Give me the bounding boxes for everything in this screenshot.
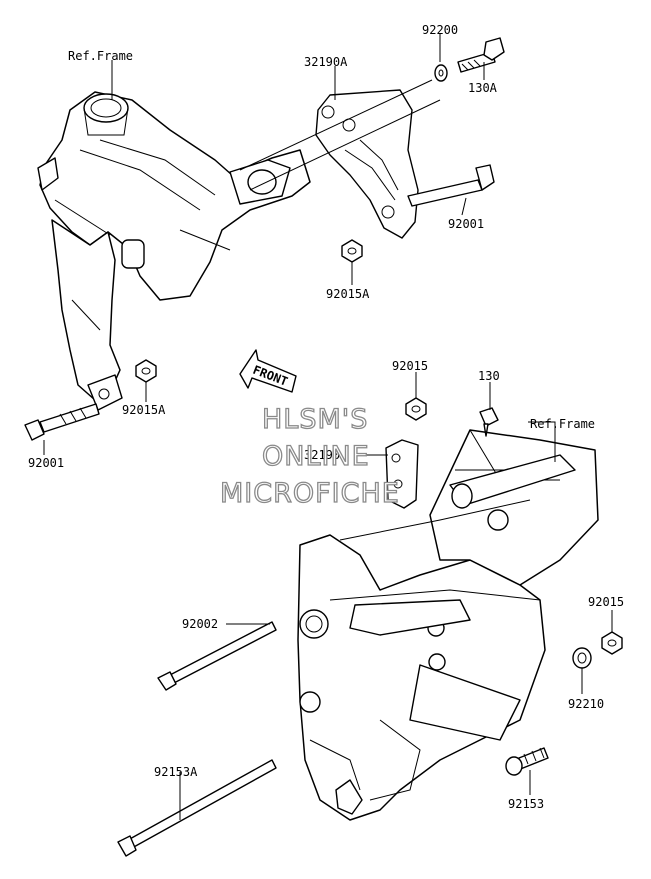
nut-92015A-left bbox=[135, 359, 157, 383]
label-32190A: 32190A bbox=[304, 55, 348, 69]
label-92015A-top: 92015A bbox=[326, 287, 370, 301]
label-92153A: 92153A bbox=[154, 765, 198, 779]
label-130: 130 bbox=[478, 369, 500, 383]
bolt-130A bbox=[457, 37, 505, 73]
bolt-92153A bbox=[117, 759, 277, 857]
label-92153: 92153 bbox=[508, 797, 544, 811]
watermark-line-3: MICROFICHE bbox=[220, 478, 400, 509]
nut-92015-top bbox=[405, 397, 427, 421]
label-92015A-left: 92015A bbox=[122, 403, 166, 417]
label-130A: 130A bbox=[468, 81, 498, 95]
bracket-32190A bbox=[315, 89, 419, 239]
label-92200: 92200 bbox=[422, 23, 458, 37]
nut-92210 bbox=[572, 647, 592, 669]
washer-92200 bbox=[434, 64, 448, 82]
part-labels: Ref.Frame 32190A 92200 130A 92001 92015A… bbox=[28, 23, 624, 811]
front-arrow: FRONT bbox=[239, 349, 297, 393]
label-ref-frame-right: Ref.Frame bbox=[530, 417, 595, 431]
watermark: HLSM'S ONLINE MICROFICHE bbox=[219, 403, 400, 509]
label-92015-top: 92015 bbox=[392, 359, 428, 373]
label-32190: 32190 bbox=[304, 448, 340, 462]
upper-frame-section bbox=[37, 91, 311, 411]
bolt-92002 bbox=[157, 621, 277, 691]
bolt-92153 bbox=[505, 747, 549, 776]
label-92210: 92210 bbox=[568, 697, 604, 711]
nut-92015-right bbox=[601, 631, 623, 655]
label-92001-top: 92001 bbox=[448, 217, 484, 231]
watermark-line-2: ONLINE bbox=[262, 441, 370, 472]
bolt-130 bbox=[479, 407, 499, 437]
label-ref-frame-top: Ref.Frame bbox=[68, 49, 133, 63]
label-92002: 92002 bbox=[182, 617, 218, 631]
bolt-92001-top bbox=[407, 164, 495, 207]
leader-lines bbox=[43, 34, 613, 820]
watermark-line-1: HLSM'S bbox=[262, 404, 368, 435]
nut-92015A-top bbox=[341, 239, 363, 263]
label-92015-right: 92015 bbox=[588, 595, 624, 609]
label-92001-left: 92001 bbox=[28, 456, 64, 470]
lower-frame-section bbox=[297, 429, 599, 821]
bolt-92001-left bbox=[24, 403, 100, 441]
